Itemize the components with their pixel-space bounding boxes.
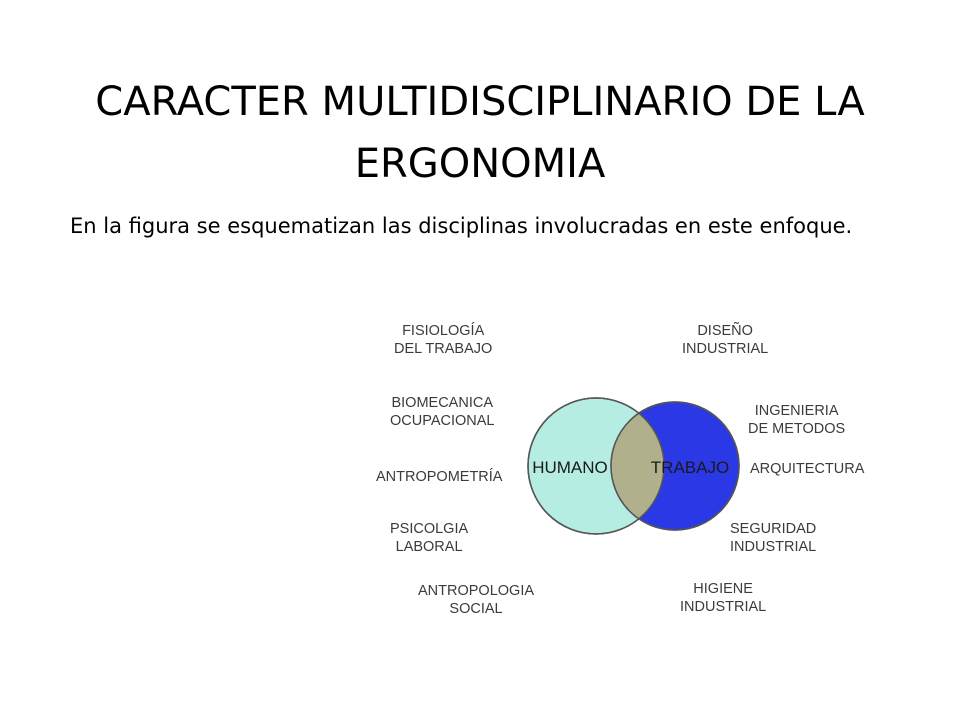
work-label: TRABAJO: [651, 458, 729, 477]
work-circle-outline: [610, 401, 740, 531]
discipline-line: ANTROPOLOGIA: [418, 583, 535, 599]
discipline-line: DEL TRABAJO: [394, 341, 493, 357]
discipline-line: SOCIAL: [449, 601, 503, 617]
discipline-line: LABORAL: [395, 539, 463, 555]
discipline-line: INDUSTRIAL: [682, 341, 769, 357]
discipline-line: ANTROPOMETRÍA: [376, 469, 503, 485]
discipline-line: DISEÑO: [697, 323, 753, 339]
discipline-line: INDUSTRIAL: [680, 599, 767, 615]
discipline-line: ARQUITECTURA: [750, 461, 865, 477]
discipline-diseno: DISEÑO INDUSTRIAL: [682, 322, 768, 358]
discipline-line: INDUSTRIAL: [730, 539, 817, 555]
ergonomics-diagram: HUMANO TRABAJO FISIOLOGÍA DEL TRABAJO BI…: [360, 300, 920, 640]
venn-diagram: HUMANO TRABAJO: [527, 397, 740, 535]
slide-title: CARACTER MULTIDISCIPLINARIO DE LA ERGONO…: [40, 71, 920, 195]
title-line-2: ERGONOMIA: [354, 140, 606, 187]
discipline-line: PSICOLGIA: [390, 521, 469, 537]
human-circle-outline: [527, 397, 665, 535]
discipline-line: INGENIERIA: [754, 403, 839, 419]
human-label: HUMANO: [532, 458, 608, 477]
discipline-higiene: HIGIENE INDUSTRIAL: [680, 580, 766, 616]
discipline-biomecanica: BIOMECANICA OCUPACIONAL: [390, 394, 494, 430]
body-text: En la figura se esquematizan las discipl…: [70, 214, 853, 238]
discipline-arquitectura: ARQUITECTURA: [750, 460, 864, 478]
discipline-line: DE METODOS: [748, 421, 846, 437]
discipline-fisiologia: FISIOLOGÍA DEL TRABAJO: [394, 322, 492, 358]
overlap-region: [611, 402, 664, 530]
discipline-seguridad: SEGURIDAD INDUSTRIAL: [730, 520, 816, 556]
title-line-1: CARACTER MULTIDISCIPLINARIO DE LA: [95, 78, 865, 125]
discipline-line: SEGURIDAD: [730, 521, 817, 537]
discipline-psicologia: PSICOLGIA LABORAL: [390, 520, 468, 556]
discipline-line: OCUPACIONAL: [390, 413, 495, 429]
discipline-antropometria: ANTROPOMETRÍA: [376, 468, 502, 486]
discipline-ingenieria: INGENIERIA DE METODOS: [748, 402, 845, 438]
discipline-line: HIGIENE: [693, 581, 753, 597]
discipline-antropologia: ANTROPOLOGIA SOCIAL: [418, 582, 534, 618]
discipline-line: BIOMECANICA: [391, 395, 493, 411]
discipline-line: FISIOLOGÍA: [402, 323, 485, 339]
